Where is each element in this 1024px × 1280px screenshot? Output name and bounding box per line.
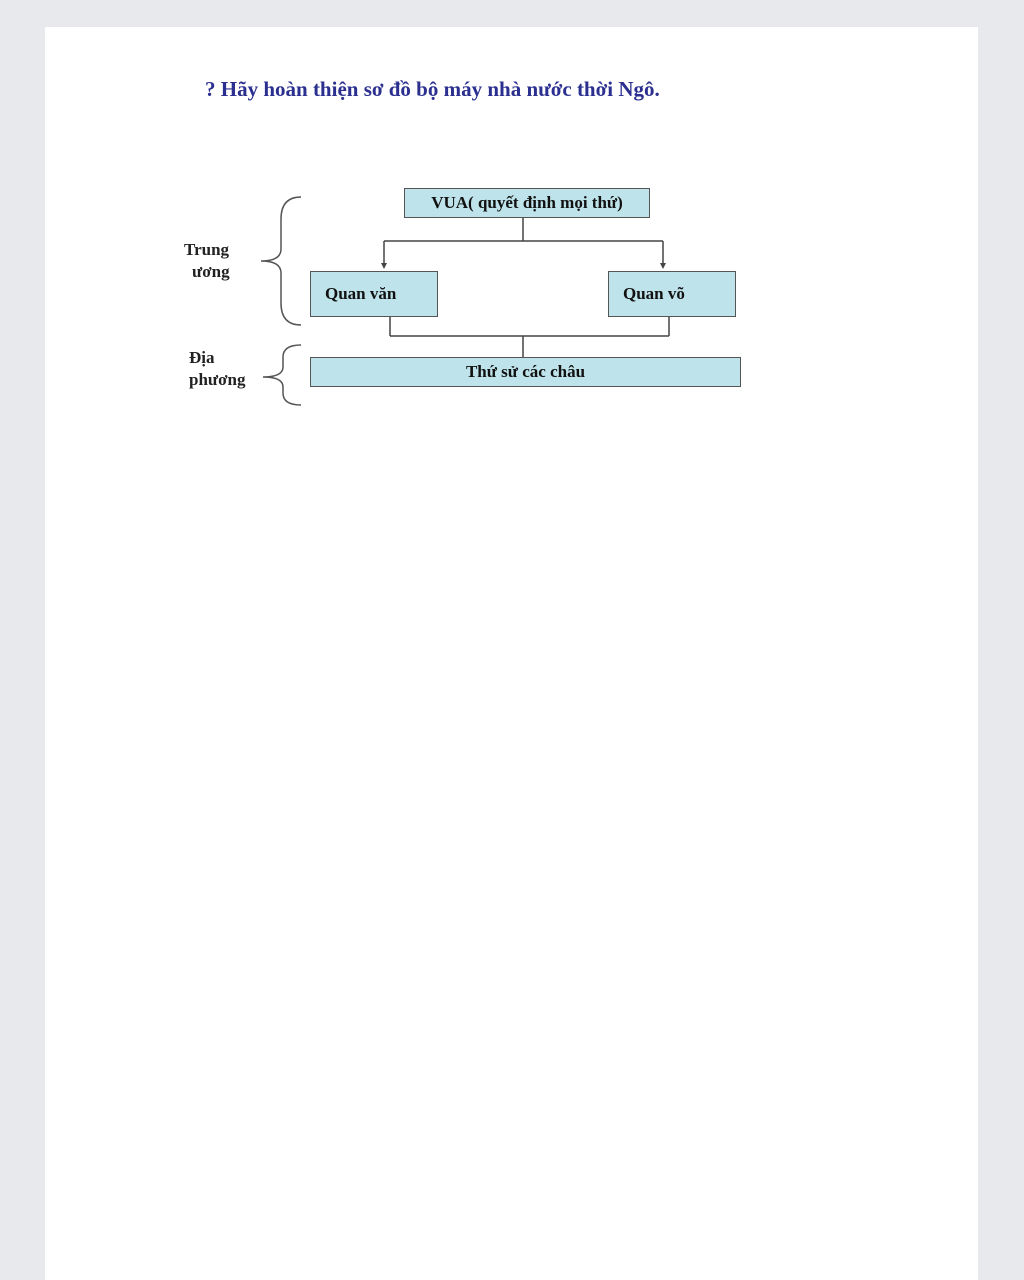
civil-officials-box: Quan văn (310, 271, 438, 317)
arrowhead-military (660, 263, 666, 269)
central-label-line2: ương (192, 262, 230, 281)
military-officials-label: Quan võ (623, 284, 685, 303)
civil-officials-label: Quan văn (325, 284, 397, 303)
question-heading: ? Hãy hoàn thiện sơ đồ bộ máy nhà nước t… (205, 77, 660, 101)
arrowhead-civil (381, 263, 387, 269)
military-officials-box: Quan võ (608, 271, 736, 317)
local-level-label: Địa phương (189, 347, 245, 391)
local-governors-box: Thứ sử các châu (310, 357, 741, 387)
central-label-line1: Trung (184, 240, 230, 259)
local-governors-label: Thứ sử các châu (465, 362, 586, 381)
central-level-label: Trung ương (184, 239, 230, 283)
state-apparatus-diagram: VUA( quyết định mọi thứ) Quan văn Quan v… (45, 27, 978, 447)
king-label: VUA( quyết định mọi thứ) (431, 193, 623, 212)
brace-central (260, 196, 302, 326)
brace-local (262, 344, 302, 406)
local-label-line2: phương (189, 370, 246, 389)
diagram-connectors (260, 196, 670, 406)
king-box: VUA( quyết định mọi thứ) (404, 188, 650, 218)
document-page: ? Hãy hoàn thiện sơ đồ bộ máy nhà nước t… (45, 27, 978, 1280)
local-label-line1: Địa (189, 348, 215, 367)
